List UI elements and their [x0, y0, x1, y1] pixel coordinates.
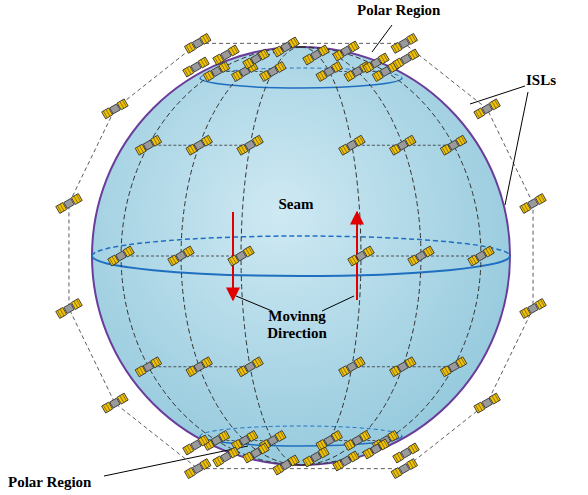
satellite — [390, 135, 417, 155]
orbital-plane — [121, 47, 301, 465]
satellite — [303, 45, 330, 65]
satellite — [333, 451, 360, 471]
region-label: Polar Region — [8, 474, 91, 491]
satellite — [440, 357, 467, 377]
seam-label: Seam — [279, 196, 314, 213]
satellite — [184, 459, 211, 479]
isl-link — [69, 43, 533, 468]
leader-line — [372, 25, 392, 52]
equator-front — [92, 256, 510, 276]
leader-line — [236, 296, 272, 311]
satellite — [108, 246, 135, 266]
satellite — [520, 194, 547, 214]
satellite — [393, 49, 420, 69]
satellite — [186, 357, 213, 377]
satellite — [391, 459, 418, 479]
earth-sphere — [92, 47, 510, 465]
orbital-plane — [181, 47, 301, 465]
satellite — [237, 357, 264, 377]
satellite — [468, 246, 495, 266]
satellite — [316, 62, 343, 82]
inter-satellite-links — [69, 43, 533, 468]
satellite — [228, 246, 255, 266]
satellite — [213, 447, 240, 467]
satellite — [243, 443, 270, 463]
satellite — [237, 135, 264, 155]
equator-back — [92, 236, 510, 256]
satellite — [393, 443, 420, 463]
orbital-plane — [241, 47, 301, 465]
satellite — [102, 99, 129, 119]
satellite — [316, 431, 343, 451]
leader-line — [322, 296, 354, 311]
satellite — [339, 357, 366, 377]
satellite — [56, 299, 83, 319]
polar-circle — [200, 426, 402, 436]
satellite — [135, 357, 162, 377]
satellite — [183, 57, 210, 77]
orbital-plane — [301, 47, 361, 465]
satellite — [183, 435, 210, 455]
satellite — [213, 45, 240, 65]
satellite — [243, 49, 270, 69]
satellite — [333, 41, 360, 61]
polar-circle — [200, 436, 402, 446]
direction-label: Movinng Direction — [254, 308, 340, 343]
satellite — [102, 393, 129, 413]
satellite — [186, 135, 213, 155]
satellites — [56, 33, 547, 478]
satellite — [440, 135, 467, 155]
orbital-planes — [121, 47, 481, 465]
satellite — [56, 194, 83, 214]
satellite — [273, 455, 300, 475]
satellite — [260, 62, 287, 82]
satellite — [363, 439, 390, 459]
satellite — [348, 246, 375, 266]
satellite — [474, 99, 501, 119]
satellite — [168, 246, 195, 266]
satellite — [363, 53, 390, 73]
leader-line — [505, 92, 528, 205]
orbital-plane — [301, 47, 481, 465]
satellite — [390, 357, 417, 377]
satellite — [408, 246, 435, 266]
satellite — [184, 33, 211, 53]
region-label: Polar Region — [357, 2, 440, 19]
satellite — [520, 299, 547, 319]
orbital-plane — [301, 47, 421, 465]
satellite — [344, 431, 371, 451]
satellite — [135, 135, 162, 155]
satellite — [339, 135, 366, 155]
satellite — [303, 447, 330, 467]
leader-line — [104, 446, 248, 476]
satellite — [474, 393, 501, 413]
isl-label: ISLs — [526, 72, 556, 89]
satellite — [273, 37, 300, 57]
